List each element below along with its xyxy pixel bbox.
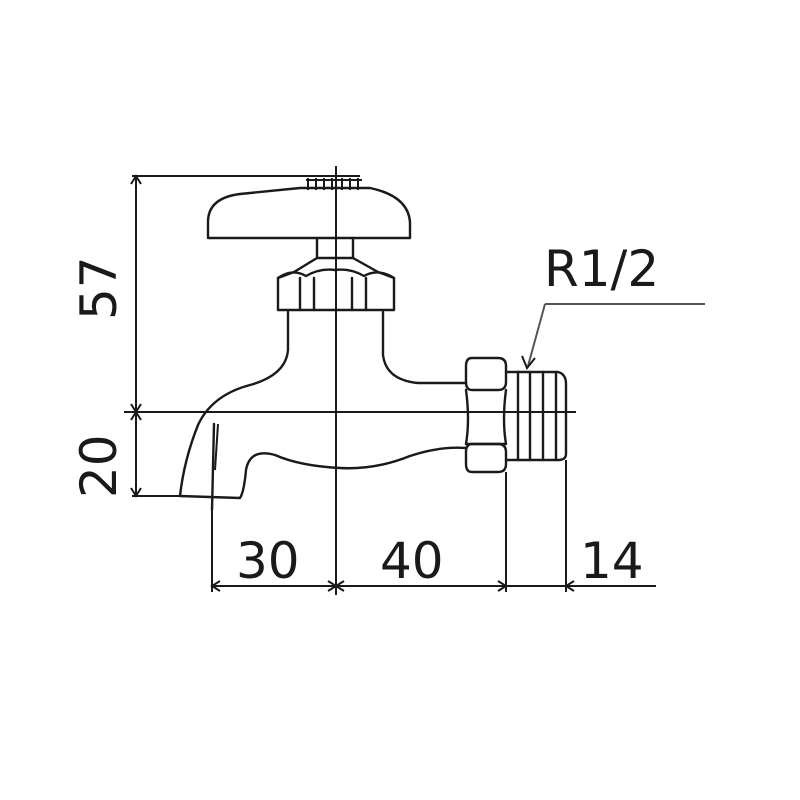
dimension-30: 30 [236,532,300,590]
horizontal-dimension: 30 40 14 [210,460,656,592]
thread-callout: R1/2 [521,240,705,370]
dimension-57: 57 [70,256,128,320]
vertical-dimension: 57 20 [70,174,360,498]
dimension-14: 14 [580,532,644,590]
inlet-nut [464,356,508,474]
center-lines [124,166,576,595]
dimension-40: 40 [380,532,444,590]
thread-label: R1/2 [544,240,659,298]
dimension-20: 20 [70,434,128,498]
faucet-body [178,310,468,512]
handle [206,178,412,260]
thread [504,370,568,462]
